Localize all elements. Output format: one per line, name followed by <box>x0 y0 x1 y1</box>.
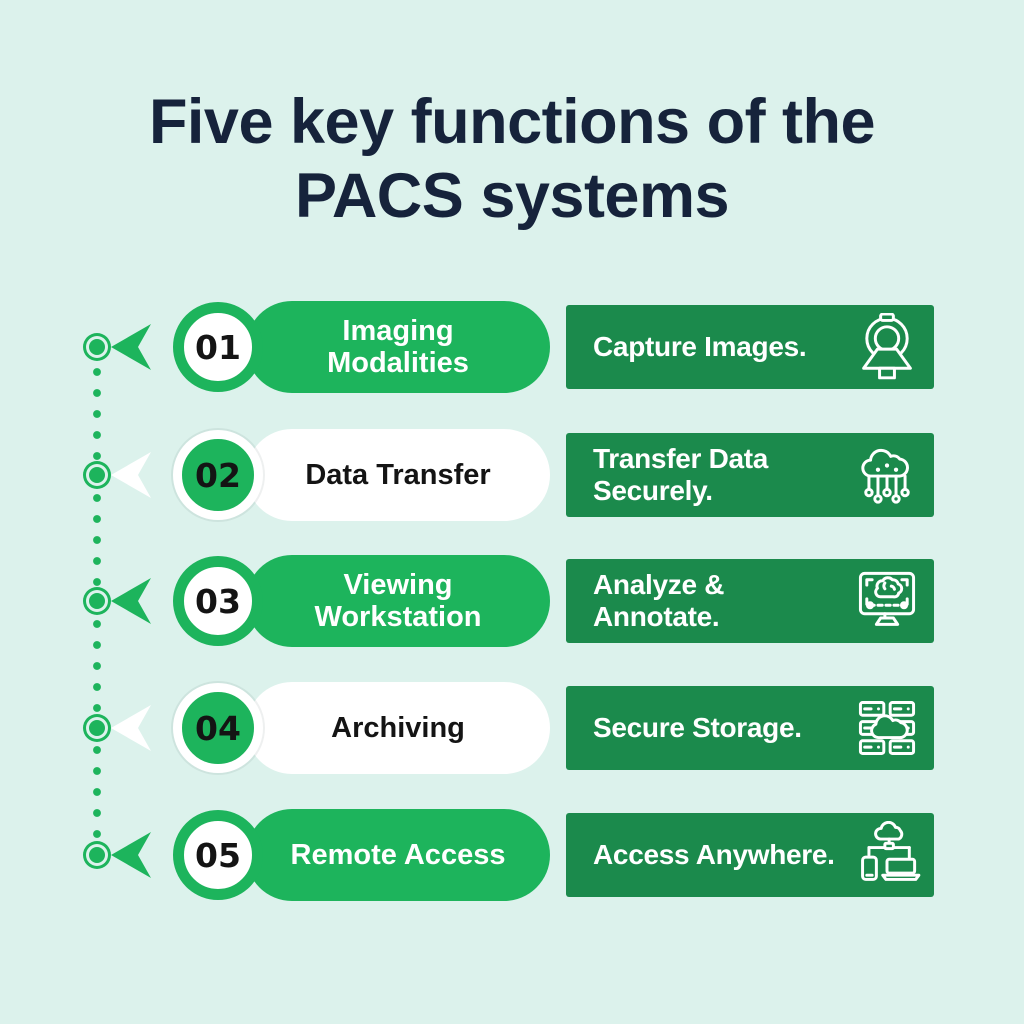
step-number-badge: 03 <box>173 556 263 646</box>
monitor-brain-icon <box>853 567 921 635</box>
step-number-badge: 01 <box>173 302 263 392</box>
server-cloud-icon <box>853 694 921 762</box>
arrow-left-icon <box>111 452 151 498</box>
arrow-left-icon <box>111 832 151 878</box>
function-label-pill: Imaging Modalities <box>246 301 550 393</box>
timeline-node-icon <box>89 467 105 483</box>
step-number-badge: 02 <box>173 430 263 520</box>
arrow-left-icon <box>111 324 151 370</box>
function-label: Imaging Modalities <box>327 314 469 379</box>
timeline-node-icon <box>89 720 105 736</box>
function-label: Viewing Workstation <box>314 568 482 633</box>
function-label: Archiving <box>331 711 465 744</box>
page-title: Five key functions of the PACS systems <box>0 86 1024 233</box>
step-number-badge: 05 <box>173 810 263 900</box>
description-panel: Analyze & Annotate. <box>566 559 934 643</box>
description-panel: Transfer Data Securely. <box>566 433 934 517</box>
description-text: Capture Images. <box>593 331 807 363</box>
description-panel: Access Anywhere. <box>566 813 934 897</box>
function-label-pill: Data Transfer <box>246 429 550 521</box>
function-label-pill: Remote Access <box>246 809 550 901</box>
timeline-node-icon <box>89 593 105 609</box>
description-text: Analyze & Annotate. <box>593 569 725 632</box>
step-number: 01 <box>195 327 241 367</box>
description-text: Access Anywhere. <box>593 839 835 871</box>
timeline-node-icon <box>89 339 105 355</box>
function-label: Remote Access <box>290 838 506 871</box>
function-label: Data Transfer <box>305 458 491 491</box>
cloud-network-icon <box>853 441 921 509</box>
description-text: Secure Storage. <box>593 712 802 744</box>
ct-scanner-icon <box>853 313 921 381</box>
title-line-2: PACS systems <box>294 160 730 231</box>
description-panel: Capture Images. <box>566 305 934 389</box>
description-text: Transfer Data Securely. <box>593 443 769 506</box>
devices-cloud-icon <box>853 821 921 889</box>
step-number: 03 <box>195 581 241 621</box>
function-label-pill: Viewing Workstation <box>246 555 550 647</box>
step-number: 05 <box>195 835 241 875</box>
arrow-left-icon <box>111 578 151 624</box>
step-number: 02 <box>195 455 241 495</box>
description-panel: Secure Storage. <box>566 686 934 770</box>
timeline-node-icon <box>89 847 105 863</box>
step-number-badge: 04 <box>173 683 263 773</box>
function-label-pill: Archiving <box>246 682 550 774</box>
arrow-left-icon <box>111 705 151 751</box>
step-number: 04 <box>195 708 241 748</box>
title-line-1: Five key functions of the <box>148 87 876 157</box>
